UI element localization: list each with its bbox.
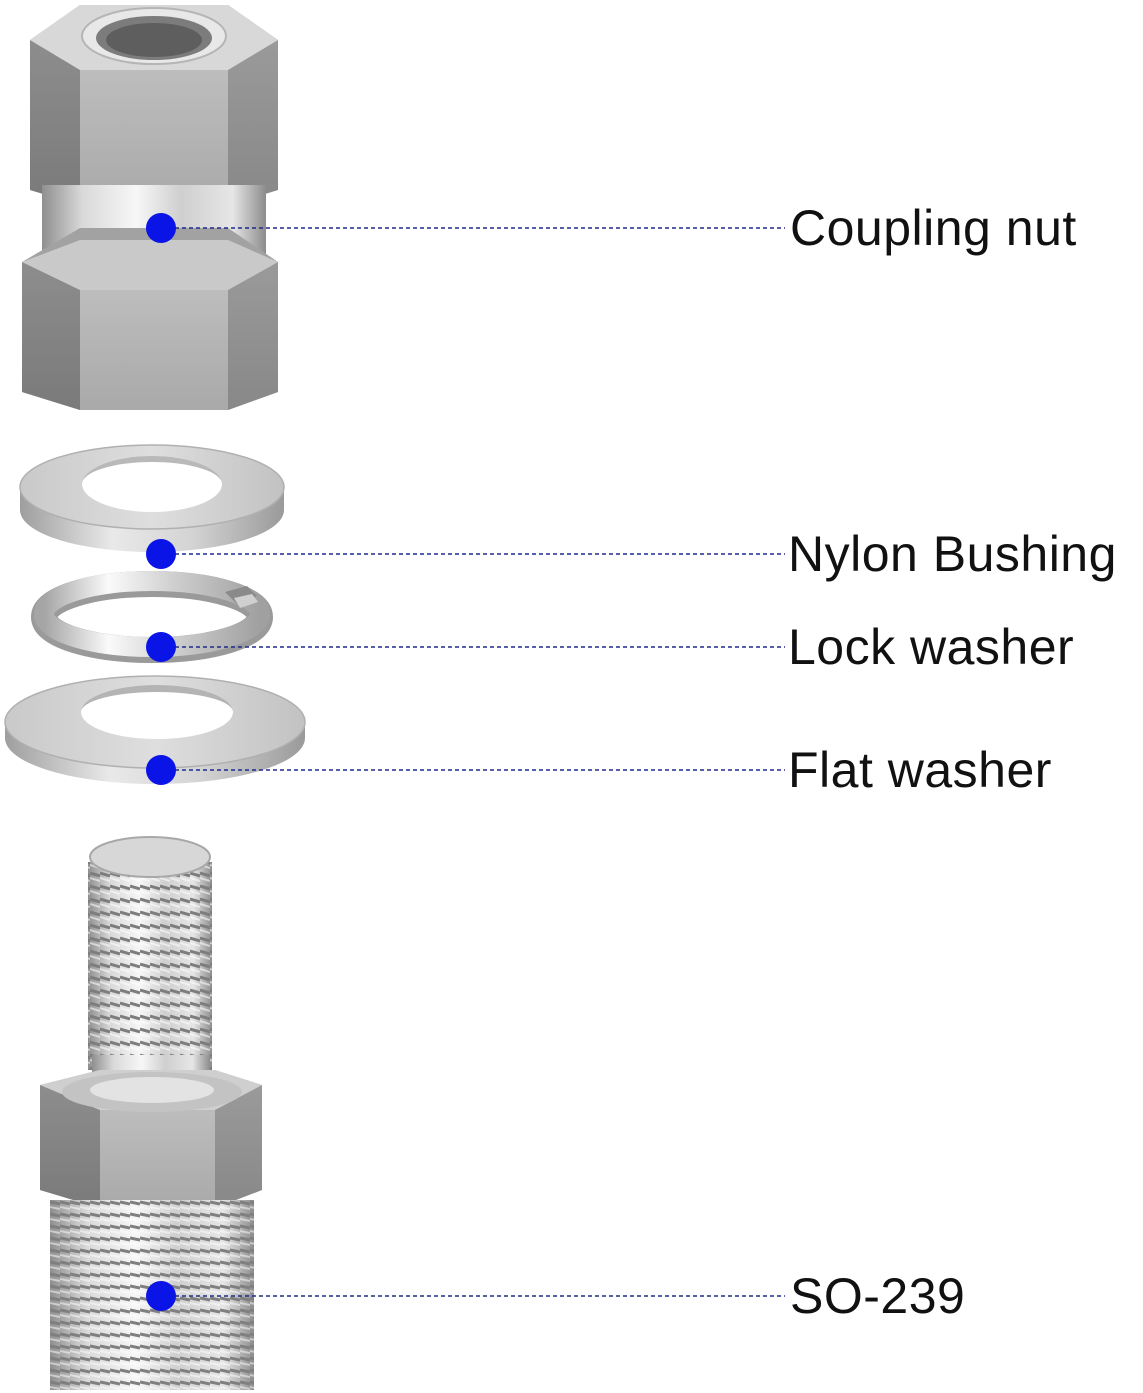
- so239-graphic: [40, 836, 262, 1390]
- label-flat-washer: Flat washer: [788, 742, 1052, 798]
- marker-dot-nylon-bushing: [146, 539, 176, 569]
- marker-dot-coupling-nut: [146, 213, 176, 243]
- marker-dot-so239: [146, 1281, 176, 1311]
- marker-dot-flat-washer: [146, 755, 176, 785]
- label-so239: SO-239: [790, 1268, 966, 1324]
- flat-washer-graphic: [4, 675, 306, 784]
- coupling-nut-graphic: [22, 5, 278, 410]
- nylon-bushing-graphic: [19, 444, 285, 552]
- label-lock-washer: Lock washer: [788, 619, 1075, 675]
- label-coupling-nut: Coupling nut: [790, 200, 1077, 256]
- label-nylon-bushing: Nylon Bushing: [788, 526, 1117, 582]
- marker-dot-lock-washer: [146, 632, 176, 662]
